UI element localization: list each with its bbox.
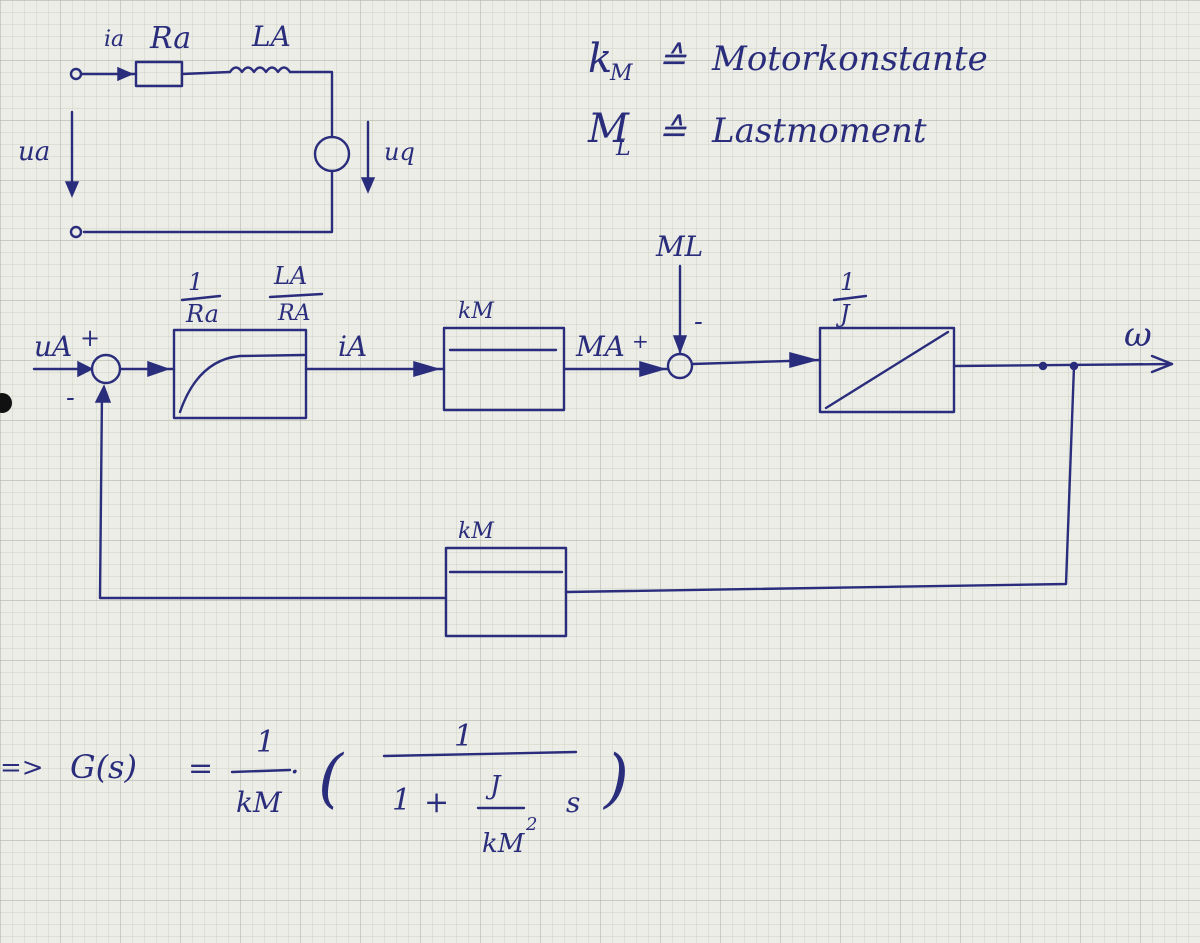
frac2-bar [382,750,578,758]
label-torque-ma: MA [575,330,625,363]
feedback-km-block [444,546,568,638]
current-arrow [117,66,134,82]
circuit-schematic: ia Ra LA ua uq [18,20,415,239]
label-inductor-la: LA [251,20,291,53]
pt1-gain-den: Ra [185,300,219,328]
formula-equals: = [188,751,213,786]
legend-ml-text: Lastmoment [711,111,927,151]
paren-close: ) [602,742,629,816]
wire-top-right [288,70,334,138]
arrow-into-pt1 [147,360,171,378]
voltage-arrowhead-ua [64,181,80,198]
input-arrowhead [77,360,94,378]
formula-dot: · [290,755,300,790]
inner-num: J [485,771,502,801]
wire-bottom [82,169,334,234]
pt1-step-response [178,353,306,414]
pt1-gain-num: 1 [188,268,203,296]
frac1-num: 1 [256,725,275,760]
pt1-time-bar [268,292,324,299]
sum1-plus: + [80,324,100,352]
den-one: 1 [392,783,411,818]
legend-ml-symbol: M [587,106,630,152]
sum1-minus: - [66,383,75,413]
legend-hat-2: ≙ [658,111,687,151]
legend-ml-subscript: L [615,136,631,161]
legend-hat-1: ≙ [658,39,687,79]
int-bar [832,294,868,302]
output-line [952,362,1174,368]
frac1-den: kM [236,786,283,819]
feedback-arrowhead [94,384,112,403]
feedback-line-right [564,364,1076,594]
feedback-km-label: kM [458,519,494,544]
arrow-into-km [413,361,441,377]
inner-den-exp: 2 [525,814,537,835]
sum2-plus: + [632,329,649,353]
inductor [228,66,292,74]
label-current-ia-block: iA [338,330,367,363]
legend-km-text: Motorkonstante [711,39,988,79]
integrator-block [818,326,956,414]
pt1-block [172,328,308,420]
pt1-time-den: RA [277,301,310,326]
label-voltage-ua: ua [18,137,50,167]
pt1-gain-bar [180,294,222,302]
binder-hole [0,393,12,413]
feedback-line-left [98,390,448,600]
label-load-ml: ML [655,230,703,263]
legend-km-subscript: M [609,61,633,86]
legend-km-symbol: k [588,36,612,82]
input-terminal-bottom [69,225,83,239]
output-arrowhead [1150,354,1174,374]
legend: k M ≙ Motorkonstante M L ≙ Lastmoment [587,36,988,161]
km-block-label: kM [458,299,494,324]
int-num: 1 [840,268,855,296]
label-output-omega: ω [1124,315,1152,355]
integrator-ramp [824,330,950,410]
inner-den: kM [482,829,526,859]
block-diagram: uA + - 1 Ra LA RA iA kM MA + ML - [32,230,1174,638]
load-arrowhead [672,335,688,355]
frac1-bar [230,768,292,774]
formula-lhs: G(s) [70,748,137,786]
sum2-minus: - [694,307,703,337]
implies-arrow: => [0,753,44,783]
frac2-num: 1 [454,719,473,754]
transfer-function: => G(s) = 1 kM · ( 1 1 + J kM 2 s ) [0,719,629,859]
junction-dot-1 [1038,361,1048,371]
arrow-into-sum2 [639,361,667,377]
label-voltage-uq: uq [384,138,415,166]
den-plus: + [424,785,449,820]
voltage-arrowhead-uq [360,177,376,194]
wire-r-l [180,70,232,76]
paren-open: ( [318,742,345,816]
pt1-time-num: LA [273,262,307,290]
den-s: s [566,786,580,819]
label-input-ua: uA [34,330,72,363]
arrow-into-int [789,352,819,368]
label-current-ia: ia [104,27,124,52]
label-resistor-ra: Ra [149,21,191,56]
